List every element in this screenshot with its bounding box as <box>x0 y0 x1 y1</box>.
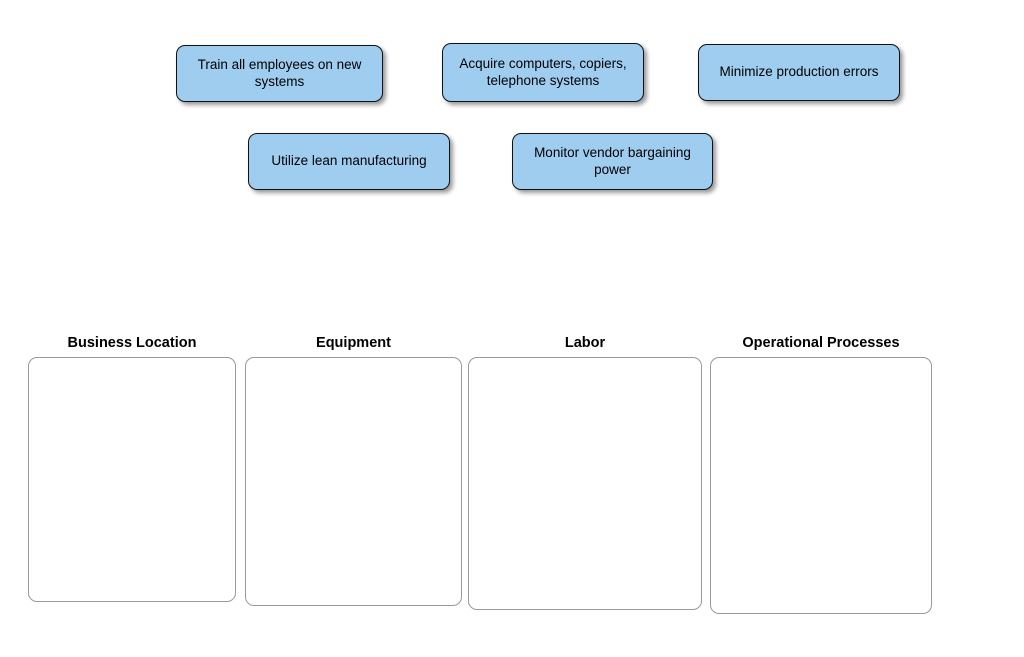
tile-label: Train all employees on new systems <box>197 57 362 89</box>
dropzone-business-location[interactable] <box>28 357 236 602</box>
dropzone-operational-processes[interactable] <box>710 357 932 614</box>
category-header-business-location: Business Location <box>67 335 197 351</box>
dropzone-equipment[interactable] <box>245 357 462 606</box>
category-header-equipment: Equipment <box>316 335 391 351</box>
tile-label: Acquire computers, copiers, telephone sy… <box>459 56 627 88</box>
tile-label: Utilize lean manufacturing <box>271 153 427 169</box>
dropzone-labor[interactable] <box>468 357 702 610</box>
draggable-tile-train-employees[interactable]: Train all employees on new systems <box>176 45 383 102</box>
tile-label: Monitor vendor bargaining power <box>534 145 691 177</box>
category-header-operational-processes: Operational Processes <box>742 335 900 351</box>
draggable-tile-vendor-bargaining[interactable]: Monitor vendor bargaining power <box>512 133 713 190</box>
category-header-labor: Labor <box>564 335 606 351</box>
draggable-tile-minimize-errors[interactable]: Minimize production errors <box>698 44 900 101</box>
draggable-tile-lean-manufacturing[interactable]: Utilize lean manufacturing <box>248 133 450 190</box>
draggable-tile-acquire-computers[interactable]: Acquire computers, copiers, telephone sy… <box>442 43 644 102</box>
tile-label: Minimize production errors <box>719 64 879 80</box>
